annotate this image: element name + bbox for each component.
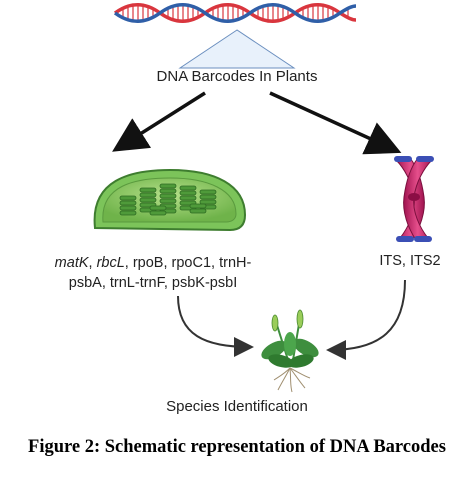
arrow-chloroplast-to-plant [177, 295, 254, 357]
title-label: DNA Barcodes In Plants [156, 68, 318, 85]
granum-disc [179, 190, 197, 196]
granum-disc [189, 208, 207, 214]
zoom-triangle [178, 29, 296, 69]
granum-disc [189, 203, 207, 209]
arrow-chromosome-to-plant [326, 279, 406, 360]
granum-disc [149, 205, 167, 211]
granum-disc [179, 195, 197, 201]
granum-disc [179, 185, 197, 191]
marker-line-1-rest: , rpoB, rpoC1, trnH- [124, 255, 252, 271]
granum-disc [139, 187, 157, 193]
granum-disc [119, 200, 137, 206]
granum-disc [139, 192, 157, 198]
granum-disc [199, 194, 217, 200]
result-label: Species Identification [166, 398, 308, 415]
nuclear-markers-label: ITS, ITS2 [379, 253, 441, 269]
granum-disc [199, 189, 217, 195]
plant-icon [261, 309, 319, 393]
granum-disc [119, 195, 137, 201]
granum-disc [159, 188, 177, 194]
dna-helix-icon [113, 3, 357, 23]
granum-disc [159, 193, 177, 199]
granum-disc [159, 198, 177, 204]
arrow-to-chromosome [269, 91, 402, 155]
granum-disc [159, 183, 177, 189]
marker-line-2: psbA, trnL-trnF, psbK-psbI [68, 275, 238, 291]
arrow-to-chloroplast [112, 91, 206, 152]
chloroplast-icon [93, 168, 247, 232]
granum-disc [149, 210, 167, 216]
chromosome-icon [394, 156, 434, 242]
granum-disc [119, 210, 137, 216]
granum-disc [139, 197, 157, 203]
granum-disc [119, 205, 137, 211]
chloroplast-markers-label: matK, rbcL, rpoB, rpoC1, trnH- psbA, trn… [38, 253, 268, 293]
marker-matk: matK [54, 255, 89, 271]
figure-caption: Figure 2: Schematic representation of DN… [28, 437, 446, 457]
marker-rbcl: rbcL [96, 255, 125, 271]
marker-separator: , [88, 255, 97, 271]
granum-disc [199, 199, 217, 205]
